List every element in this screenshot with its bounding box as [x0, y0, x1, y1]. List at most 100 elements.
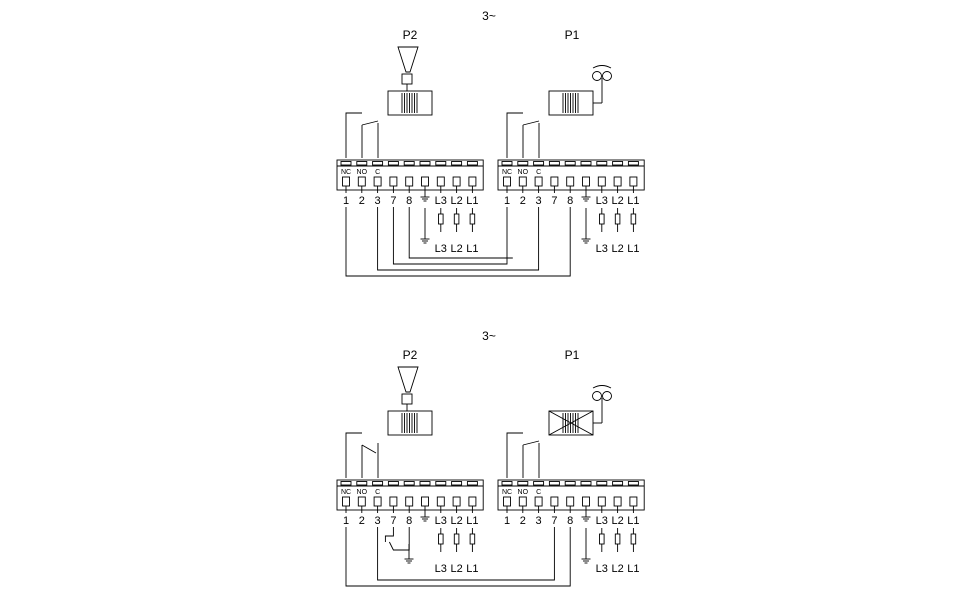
terminal-number: 7	[551, 195, 557, 207]
terminal-cap	[387, 481, 399, 486]
thermal-switch-icon	[388, 527, 410, 551]
terminal-cap	[419, 161, 431, 166]
contact-label: NO	[518, 489, 529, 496]
relay-switch	[361, 120, 379, 126]
float-switch-icon	[397, 46, 419, 73]
terminal-number: L1	[627, 515, 639, 527]
supply-phase-label: L2	[450, 563, 462, 575]
terminal-cap	[580, 161, 592, 166]
terminal-screw	[629, 176, 638, 187]
terminal-screw	[534, 496, 543, 507]
terminal-cap	[356, 481, 368, 486]
fuse-icon	[614, 213, 621, 225]
fuse-icon	[438, 213, 444, 225]
terminal-cap	[466, 161, 478, 166]
terminal-screw	[342, 496, 350, 507]
terminal-number: 1	[504, 515, 510, 527]
terminal-cap	[564, 161, 576, 166]
terminal-screw	[518, 176, 527, 187]
fuse-icon	[469, 213, 476, 225]
contact-label: NO	[357, 489, 368, 496]
terminal-cap	[548, 161, 560, 166]
terminal-cap	[580, 481, 592, 486]
terminal-number: L3	[596, 195, 608, 207]
pump-label-right: P1	[565, 28, 580, 42]
terminal-screw	[436, 176, 445, 187]
terminal-number: L3	[435, 195, 447, 207]
terminal-number: 3	[375, 195, 381, 207]
terminal-number: 1	[343, 195, 349, 207]
fuse-icon	[599, 213, 605, 225]
terminal-cap	[451, 481, 463, 486]
terminal-cap	[627, 161, 639, 166]
terminal-number: 7	[390, 195, 396, 207]
fan-icon	[592, 71, 602, 81]
terminal-number: 2	[520, 195, 526, 207]
terminal-number: 1	[343, 515, 349, 527]
terminal-screw	[566, 176, 575, 187]
supply-phase-label: L2	[611, 243, 623, 255]
terminal-cap	[612, 161, 624, 166]
terminal-strip	[497, 479, 645, 511]
terminal-cap	[466, 481, 478, 486]
terminal-screw	[550, 176, 559, 187]
terminal-number: L3	[435, 515, 447, 527]
terminal-strip	[497, 159, 645, 191]
terminal-cap	[517, 481, 529, 486]
terminal-number: 3	[536, 515, 542, 527]
terminal-screw	[597, 176, 606, 187]
terminal-cap	[517, 161, 529, 166]
terminal-cap	[419, 481, 431, 486]
relay-switch	[361, 444, 377, 454]
supply-phase-label: L3	[435, 563, 447, 575]
contact-label: C	[536, 169, 541, 176]
terminal-number: 8	[406, 195, 412, 207]
terminal-screw	[597, 496, 606, 507]
terminal-cap	[533, 161, 545, 166]
pump-label-left: P2	[403, 348, 418, 362]
link-wire	[408, 207, 513, 259]
contact-label: NC	[502, 489, 512, 496]
supply-phase-label: L2	[611, 563, 623, 575]
fuse-icon	[469, 533, 476, 545]
contact-label: C	[536, 489, 541, 496]
supply-label: 3~	[482, 9, 496, 23]
supply-phase-label: L1	[466, 563, 478, 575]
terminal-cap	[372, 161, 384, 166]
terminal-screw	[518, 496, 527, 507]
supply-phase-label: L2	[450, 243, 462, 255]
relay-wire	[345, 112, 362, 158]
terminal-cap	[596, 161, 608, 166]
terminal-screw	[357, 496, 366, 507]
terminal-screw	[373, 176, 382, 187]
terminal-cap	[372, 481, 384, 486]
terminal-screw	[357, 176, 366, 187]
supply-phase-label: L3	[435, 243, 447, 255]
terminal-cap	[356, 161, 368, 166]
supply-phase-label: L1	[627, 243, 639, 255]
link-wire	[345, 527, 571, 587]
fan-icon	[602, 71, 612, 81]
fan-icon	[602, 391, 612, 401]
terminal-screw	[503, 496, 511, 507]
fuse-icon	[453, 533, 460, 545]
contact-label: C	[375, 489, 380, 496]
terminal-cap	[627, 481, 639, 486]
terminal-number: 8	[406, 515, 412, 527]
terminal-screw	[421, 496, 429, 507]
contact-label: NC	[341, 169, 351, 176]
terminal-screw	[582, 176, 590, 187]
terminal-screw	[629, 496, 638, 507]
terminal-number: 8	[567, 195, 573, 207]
contact-label: C	[375, 169, 380, 176]
terminal-screw	[534, 176, 543, 187]
terminal-cap	[403, 481, 415, 486]
relay-switch	[522, 440, 540, 446]
terminal-screw	[566, 496, 575, 507]
terminal-cap	[403, 161, 415, 166]
pump-label-left: P2	[403, 28, 418, 42]
link-wire	[392, 207, 508, 265]
